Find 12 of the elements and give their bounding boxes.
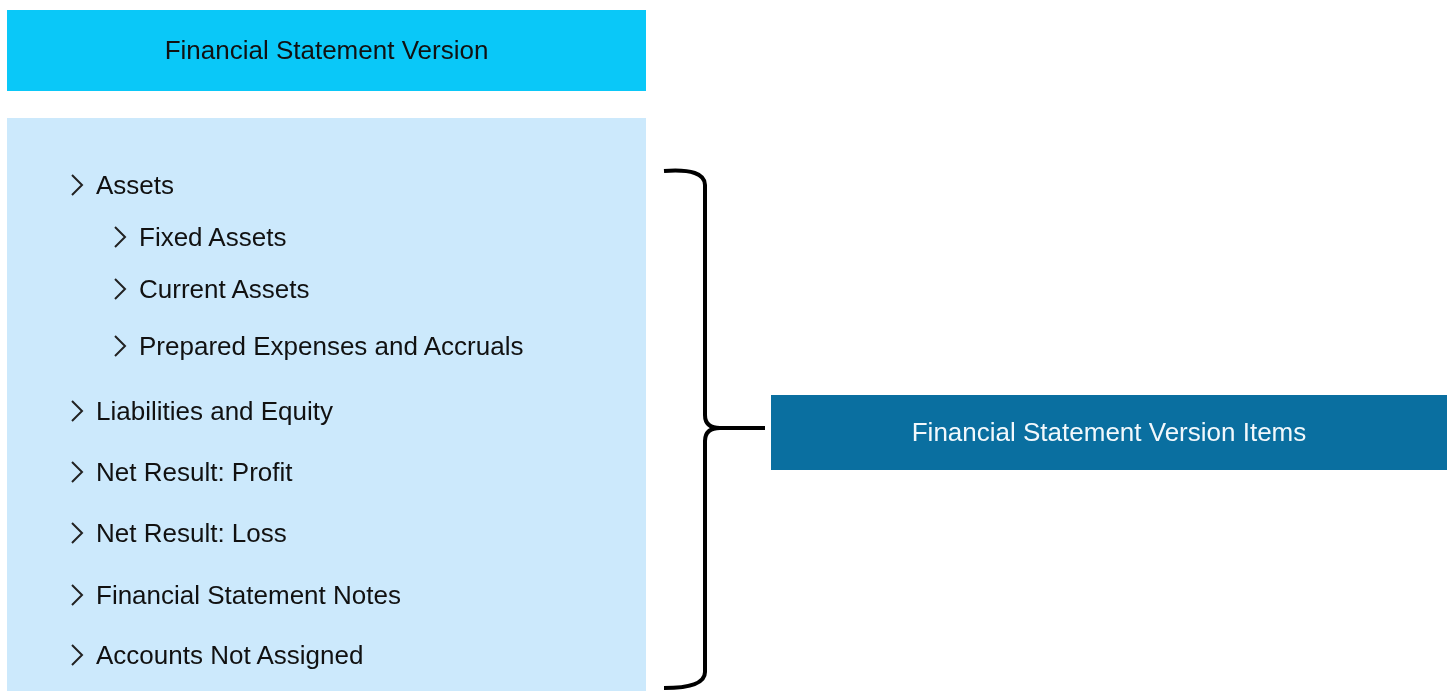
list-item: Prepared Expenses and Accruals [139,333,524,359]
list-item: Net Result: Loss [96,520,287,546]
list-item: Assets [96,172,175,198]
list-item: Liabilities and Equity [96,398,334,424]
label-box: Financial Statement Version Items [771,395,1447,470]
list-item: Net Result: Profit [96,459,293,485]
list-item: Accounts Not Assigned [96,642,364,668]
header-box: Financial Statement Version [7,10,646,91]
list-item: Fixed Assets [139,224,287,250]
list-panel [7,118,646,691]
list-item: Financial Statement Notes [96,582,401,608]
list-item: Current Assets [139,276,310,302]
